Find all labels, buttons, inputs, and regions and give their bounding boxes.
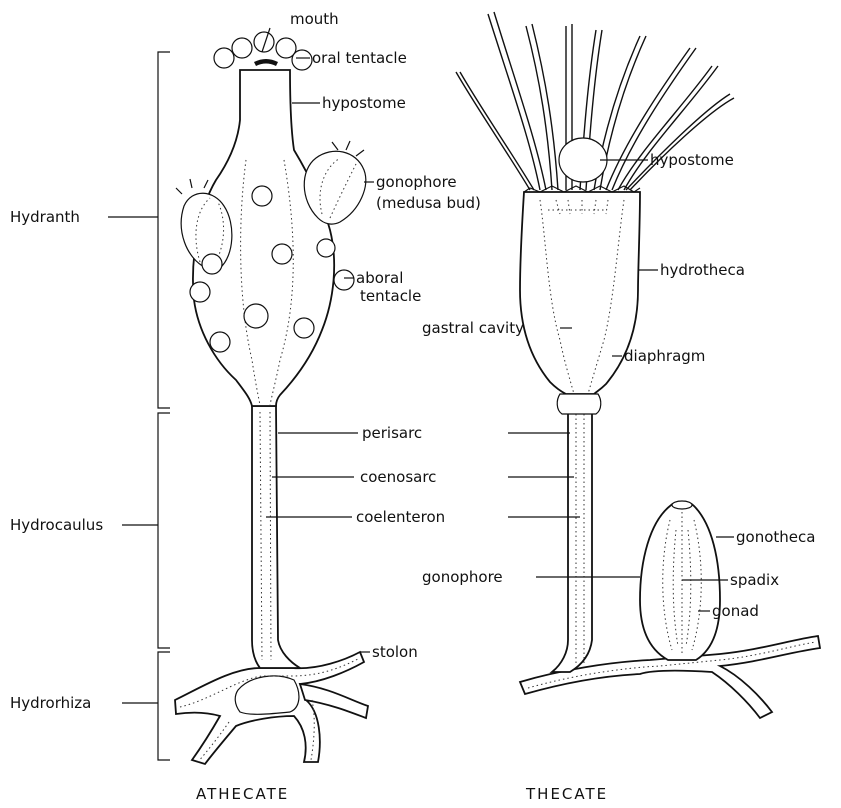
label-hypostome-athecate: hypostome [322,94,406,112]
label-gonad: gonad [712,602,759,620]
athecate-medusa-bud-right [304,141,365,224]
athecate-stalk [252,406,300,668]
athecate-hydroid [175,32,368,764]
caption-thecate: THECATE [525,785,608,803]
diaphragm-ring [557,394,601,414]
hydrocaulus-bracket [158,413,170,648]
label-aboral-tentacle: tentacle [360,287,421,305]
label-hydrorhiza: Hydrorhiza [10,694,91,712]
label-medusa-bud: (medusa bud) [376,194,481,212]
thecate-hypostome-dome [559,138,607,182]
thecate-stalk [552,408,592,672]
label-coenosarc: coenosarc [360,468,436,486]
label-gonotheca: gonotheca [736,528,815,546]
label-hydrocaulus: Hydrocaulus [10,516,103,534]
label-spadix: spadix [730,571,779,589]
region-brackets [108,52,170,760]
hydrorhiza-bracket [158,652,170,760]
oral-tentacles [214,32,312,70]
label-diaphragm: diaphragm [624,347,705,365]
label-aboral: aboral [356,269,403,287]
label-perisarc: perisarc [362,424,422,442]
labels: Hydranth Hydrocaulus Hydrorhiza mouth or… [10,10,815,803]
hydranth-bracket [158,52,170,408]
label-hydranth: Hydranth [10,208,80,226]
label-gonophore-athecate: gonophore [376,173,457,191]
hydrotheca-cup [520,192,640,394]
label-hydrotheca: hydrotheca [660,261,745,279]
mouth-opening [254,59,278,66]
label-coelenteron: coelenteron [356,508,445,526]
label-gonophore-thecate: gonophore [422,568,503,586]
label-gastral-cavity: gastral cavity [422,319,524,337]
label-oral-tentacle: oral tentacle [312,49,407,67]
thecate-hydroid [456,12,820,718]
caption-athecate: ATHECATE [196,785,289,803]
label-stolon: stolon [372,643,418,661]
label-mouth: mouth [290,10,339,28]
label-hypostome-thecate: hypostome [650,151,734,169]
